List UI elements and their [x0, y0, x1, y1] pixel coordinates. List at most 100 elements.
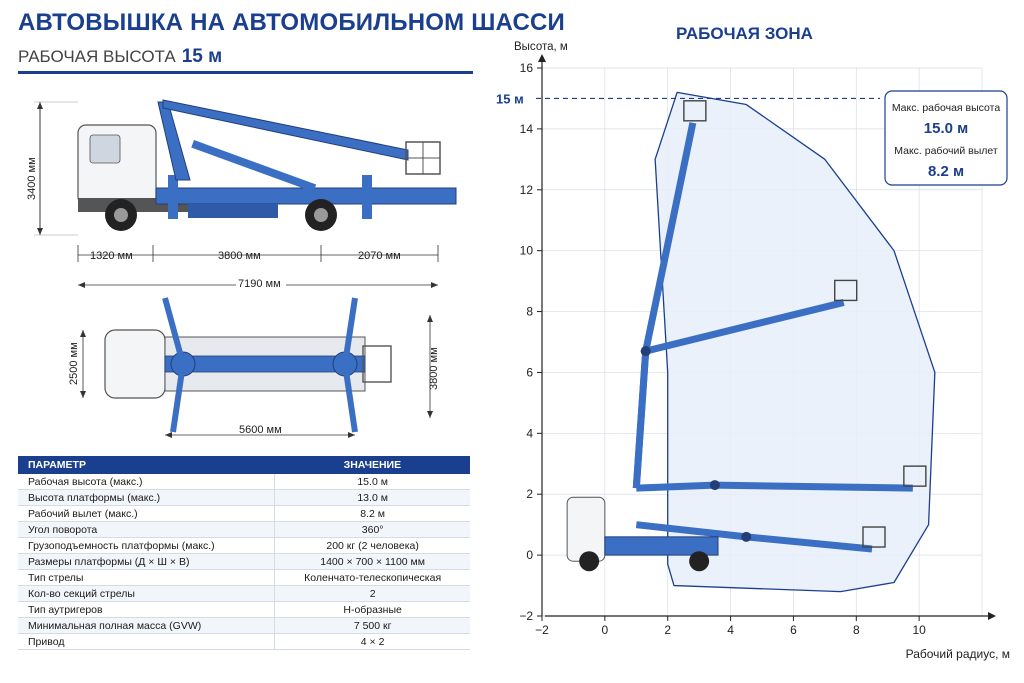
truck-wheel	[689, 551, 710, 572]
truck-top	[104, 297, 392, 433]
param-cell: Грузоподъемность платформы (макс.)	[18, 537, 276, 554]
truck-wheel	[579, 551, 600, 572]
max-height-marker: 15 м	[496, 91, 524, 106]
work-zone-area	[654, 91, 936, 593]
y-tick-label: 2	[526, 487, 533, 501]
dim-wheelbase: 3800 мм	[218, 250, 261, 262]
table-row: Минимальная полная масса (GVW)7 500 кг	[18, 617, 470, 634]
boom-joint	[741, 531, 752, 542]
table-row: Грузоподъемность платформы (макс.)200 кг…	[18, 537, 470, 554]
spec-table-header: ПАРАМЕТР ЗНАЧЕНИЕ	[18, 456, 470, 474]
value-cell: 1400 × 700 × 1100 мм	[274, 553, 470, 570]
info-height-label: Макс. рабочая высота	[892, 102, 1001, 114]
height-dimension: 3400 мм	[26, 101, 78, 236]
dim-front-overhang: 1320 мм	[90, 250, 133, 262]
value-cell: 8.2 м	[274, 505, 470, 522]
boom-joint	[709, 480, 720, 491]
value-cell: 360°	[274, 521, 470, 538]
x-tick-label: 0	[602, 623, 609, 637]
x-tick-label: −2	[535, 623, 549, 637]
param-cell: Тип аутригеров	[18, 601, 276, 618]
basket-icon	[903, 465, 927, 487]
subtitle-label: РАБОЧАЯ ВЫСОТА	[18, 47, 176, 66]
value-cell: 13.0 м	[274, 489, 470, 506]
y-tick-label: 4	[526, 426, 533, 440]
length-dimensions: 1320 мм 3800 мм 2070 мм 7190 мм	[77, 245, 439, 290]
truck-icon	[566, 496, 719, 572]
y-tick-label: 12	[520, 183, 534, 197]
value-cell: 200 кг (2 человека)	[274, 537, 470, 554]
y-tick-label: 14	[520, 122, 534, 136]
header-value: ЗНАЧЕНИЕ	[274, 456, 470, 474]
y-tick-label: 6	[526, 365, 533, 379]
x-tick-label: 6	[790, 623, 797, 637]
table-row: Высота платформы (макс.)13.0 м	[18, 489, 470, 506]
x-axis-label: Рабочий радиус, м	[906, 647, 1010, 661]
top-view-drawing: 2500 мм 3800 мм 5600 мм	[68, 297, 440, 438]
subtitle-value: 15 м	[181, 46, 223, 67]
x-tick-label: 8	[853, 623, 860, 637]
header-param: ПАРАМЕТР	[18, 456, 275, 474]
value-cell: 4 × 2	[274, 633, 470, 650]
height-dim-label: 3400 мм	[26, 157, 38, 200]
param-cell: Рабочая высота (макс.)	[18, 474, 276, 490]
x-axis-arrow	[988, 612, 996, 620]
title-underline	[18, 71, 473, 74]
info-reach-value: 8.2 м	[928, 163, 964, 180]
param-cell: Угол поворота	[18, 521, 276, 538]
table-row: Рабочая высота (макс.)15.0 м	[18, 474, 470, 490]
basket-icon	[683, 100, 707, 122]
boom-arm	[636, 481, 913, 492]
value-cell: 7 500 кг	[274, 617, 470, 634]
info-reach-label: Макс. рабочий вылет	[894, 145, 998, 157]
table-row: Рабочий вылет (макс.)8.2 м	[18, 505, 470, 522]
x-tick-label: 10	[912, 623, 926, 637]
y-tick-label: 16	[520, 61, 534, 75]
param-cell: Минимальная полная масса (GVW)	[18, 617, 276, 634]
y-axis-label: Высота, м	[514, 41, 568, 53]
x-tick-label: 2	[664, 623, 671, 637]
y-tick-label: 8	[526, 305, 533, 319]
basket-top	[362, 345, 392, 383]
value-cell: 15.0 м	[274, 474, 470, 490]
basket-icon	[862, 526, 886, 548]
param-cell: Кол-во секций стрелы	[18, 585, 276, 602]
outrigger-span-label: 3800 мм	[428, 347, 440, 390]
basket-icon	[834, 279, 858, 302]
param-cell: Рабочий вылет (макс.)	[18, 505, 276, 522]
page-subtitle: РАБОЧАЯ ВЫСОТА 15 м	[18, 46, 222, 68]
outrigger-base-label: 5600 мм	[239, 424, 282, 436]
width-dim-label: 2500 мм	[68, 342, 80, 385]
width-dimension: 2500 мм	[68, 330, 86, 398]
y-tick-label: −2	[519, 609, 533, 623]
table-row: Размеры платформы (Д × Ш × В)1400 × 700 …	[18, 553, 470, 570]
truck-cab	[566, 496, 606, 562]
info-box: Макс. рабочая высота 15.0 м Макс. рабочи…	[884, 90, 1008, 186]
param-cell: Высота платформы (макс.)	[18, 489, 276, 506]
side-view-drawing: 3400 мм 1320 мм 3800 мм 2070 мм	[26, 99, 457, 290]
y-tick-label: 10	[520, 244, 534, 258]
boom-positions	[632, 100, 927, 553]
truck-bed	[604, 536, 719, 556]
value-cell: 2	[274, 585, 470, 602]
value-cell: Н-образные	[274, 601, 470, 618]
outrigger-dimensions: 3800 мм 5600 мм	[165, 315, 440, 438]
work-zone-title: РАБОЧАЯ ЗОНА	[676, 24, 813, 43]
dim-rear-overhang: 2070 мм	[358, 250, 401, 262]
spec-table: ПАРАМЕТР ЗНАЧЕНИЕ Рабочая высота (макс.)…	[18, 456, 470, 650]
y-tick-label: 0	[526, 548, 533, 562]
param-cell: Привод	[18, 633, 276, 650]
param-cell: Размеры платформы (Д × Ш × В)	[18, 553, 276, 570]
value-cell: Коленчато-телескопическая	[274, 569, 470, 586]
param-cell: Тип стрелы	[18, 569, 276, 586]
boom-joint	[640, 346, 651, 357]
y-axis-arrow	[538, 54, 546, 62]
page-title: АВТОВЫШКА НА АВТОМОБИЛЬНОМ ШАССИ	[18, 9, 565, 36]
dim-total-length: 7190 мм	[238, 278, 281, 290]
